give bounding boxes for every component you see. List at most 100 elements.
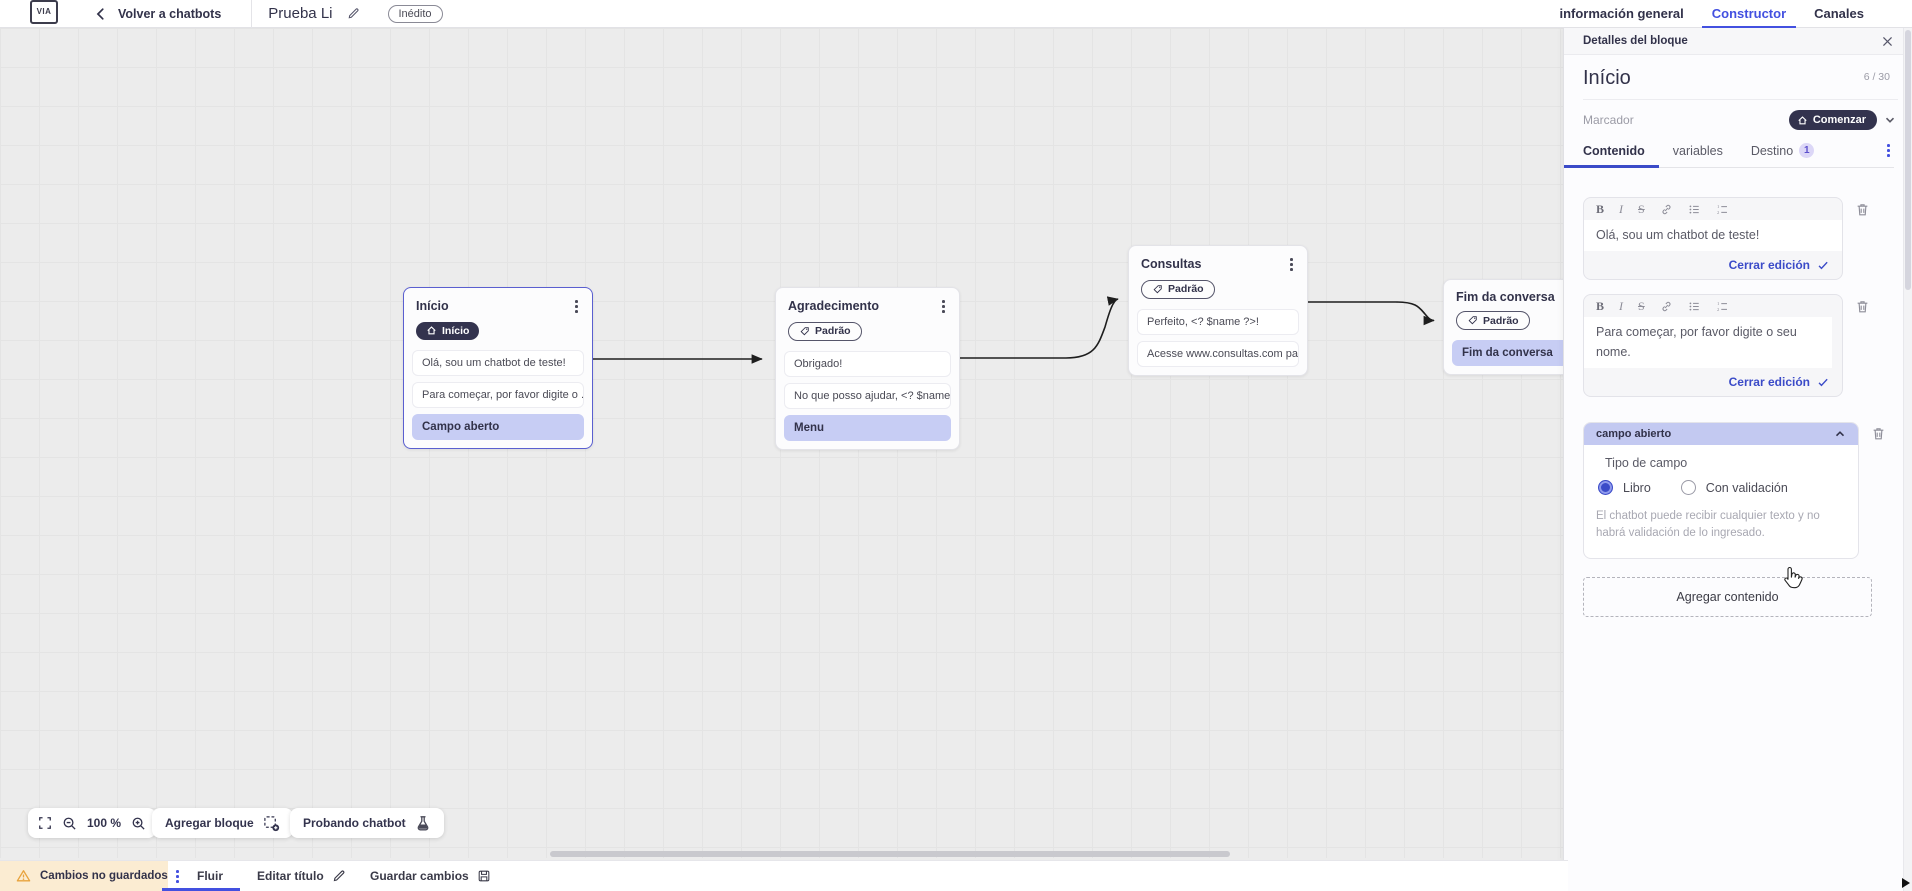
- destino-count-badge: 1: [1799, 143, 1815, 158]
- node-default-badge: Padrão: [788, 321, 862, 341]
- open-field-body: Tipo de campo Libro Con validación El ch…: [1584, 445, 1858, 558]
- save-icon: [478, 870, 490, 882]
- panel-menu-button[interactable]: [1883, 142, 1894, 159]
- zoom-level: 100 %: [87, 816, 122, 830]
- edit-title-button[interactable]: Editar título: [257, 861, 346, 891]
- flow-canvas[interactable]: Início Início Olá, sou um chatbot de tes…: [0, 28, 1568, 858]
- node-title: Consultas: [1141, 257, 1202, 272]
- radio-libro-label[interactable]: Libro: [1623, 480, 1651, 495]
- field-type-label: Tipo de campo: [1605, 456, 1688, 471]
- node-menu-button[interactable]: [938, 298, 949, 315]
- zoom-in-icon[interactable]: [131, 816, 146, 831]
- node-message-item[interactable]: No que posso ajudar, <? $name ...: [784, 382, 951, 409]
- add-block-icon: [263, 815, 279, 831]
- flow-node-consultas[interactable]: Consultas Padrão Perfeito, <? $name ?>! …: [1128, 245, 1308, 376]
- edit-title-pencil-icon[interactable]: [347, 7, 360, 20]
- flow-tab[interactable]: Fluir: [197, 869, 223, 883]
- panel-header: Detalles del bloque: [1564, 28, 1912, 55]
- pencil-icon: [333, 870, 345, 882]
- italic-icon[interactable]: I: [1619, 202, 1624, 216]
- strikethrough-icon[interactable]: S: [1638, 299, 1645, 314]
- bold-icon[interactable]: B: [1596, 202, 1605, 216]
- tab-informacion-general[interactable]: información general: [1559, 6, 1684, 21]
- node-action-item[interactable]: Campo aberto: [412, 413, 584, 440]
- node-message-item[interactable]: Obrigado!: [784, 350, 951, 377]
- node-menu-button[interactable]: [571, 298, 582, 315]
- canvas-horizontal-scrollbar[interactable]: [550, 851, 1230, 857]
- marker-value-dropdown[interactable]: Comenzar: [1788, 110, 1877, 130]
- back-chevron-icon[interactable]: [94, 7, 108, 21]
- tab-destino[interactable]: Destino 1: [1751, 143, 1815, 167]
- tab-contenido[interactable]: Contenido: [1564, 144, 1659, 168]
- add-block-button[interactable]: Agregar bloque: [152, 808, 293, 838]
- flask-icon: [417, 816, 429, 831]
- node-action-item[interactable]: Fim da conversa: [1452, 340, 1568, 366]
- delete-content-icon[interactable]: [1855, 299, 1870, 314]
- message-text-input[interactable]: Para começar, por favor digite o seu nom…: [1584, 317, 1832, 369]
- flow-node-inicio[interactable]: Início Início Olá, sou um chatbot de tes…: [403, 287, 593, 449]
- zoom-out-icon[interactable]: [62, 816, 77, 831]
- radio-libro[interactable]: [1598, 480, 1613, 496]
- delete-field-icon[interactable]: [1871, 426, 1886, 441]
- link-icon[interactable]: [1660, 300, 1673, 313]
- block-name-input[interactable]: Início: [1583, 67, 1631, 89]
- close-icon[interactable]: [1881, 35, 1894, 48]
- node-message-item[interactable]: Perfeito, <? $name ?>!: [1137, 308, 1299, 335]
- radio-con-validacion-label[interactable]: Con validación: [1705, 480, 1788, 495]
- field-type-options: Libro Con validación: [1596, 480, 1846, 496]
- app-logo: VIA: [30, 0, 58, 24]
- tag-icon: [800, 327, 809, 336]
- strikethrough-icon[interactable]: S: [1638, 202, 1645, 216]
- top-bar: VIA Volver a chatbots Prueba Li Inédito …: [0, 0, 1912, 28]
- tag-icon: [1153, 285, 1162, 294]
- delete-content-icon[interactable]: [1855, 202, 1870, 217]
- add-content-button[interactable]: Agregar contenido: [1583, 576, 1872, 617]
- tab-canales[interactable]: Canales: [1814, 6, 1864, 21]
- node-message-item[interactable]: Acesse www.consultas.com par...: [1137, 340, 1299, 367]
- node-message-item[interactable]: Olá, sou um chatbot de teste!: [412, 349, 584, 376]
- open-field-header[interactable]: campo abierto: [1584, 423, 1858, 446]
- back-to-chatbots-link[interactable]: Volver a chatbots: [118, 6, 222, 21]
- tab-variables[interactable]: variables: [1672, 143, 1723, 158]
- bold-icon[interactable]: B: [1596, 299, 1605, 314]
- fullscreen-icon[interactable]: [38, 816, 52, 830]
- message-text-input[interactable]: Olá, sou um chatbot de teste!: [1584, 220, 1842, 252]
- unsaved-changes-banner: Cambios no guardados: [0, 861, 168, 891]
- chevron-down-icon[interactable]: [1884, 114, 1896, 126]
- connection-consultas-fim[interactable]: [1308, 301, 1435, 326]
- panel-title: Detalles del bloque: [1583, 35, 1688, 47]
- flow-menu-button[interactable]: [172, 868, 183, 885]
- panel-tabs: Contenido variables Destino 1: [1564, 142, 1894, 168]
- link-icon[interactable]: [1660, 203, 1673, 216]
- node-action-item[interactable]: Menu: [784, 414, 951, 441]
- node-message-item[interactable]: Para começar, por favor digite o ...: [412, 381, 584, 408]
- italic-icon[interactable]: I: [1619, 299, 1624, 314]
- scrollbar-thumb[interactable]: [1905, 30, 1911, 290]
- test-chatbot-button[interactable]: Probando chatbot: [290, 808, 444, 838]
- corner-arrow-mark: [1902, 878, 1910, 888]
- radio-con-validacion[interactable]: [1680, 480, 1696, 496]
- tag-icon: [1468, 316, 1477, 325]
- bullet-list-icon[interactable]: [1688, 300, 1701, 313]
- save-changes-button[interactable]: Guardar cambios: [370, 861, 491, 891]
- svg-text:1: 1: [1717, 204, 1719, 209]
- check-icon: [1818, 261, 1828, 270]
- flow-tab-underline: [162, 888, 240, 891]
- chevron-up-icon[interactable]: [1834, 428, 1846, 440]
- bullet-list-icon[interactable]: [1688, 203, 1701, 216]
- close-edit-button[interactable]: Cerrar edición: [1584, 368, 1842, 396]
- close-edit-button[interactable]: Cerrar edición: [1584, 251, 1842, 279]
- open-field-row: campo abierto Tipo de campo Libro Con va…: [1583, 422, 1886, 559]
- tab-constructor[interactable]: Constructor: [1701, 0, 1797, 28]
- connection-agradecimento-consultas[interactable]: [960, 296, 1119, 359]
- window-vertical-scrollbar[interactable]: [1903, 28, 1912, 891]
- check-icon: [1818, 378, 1828, 386]
- flow-node-agradecimento[interactable]: Agradecimento Padrão Obrigado! No que po…: [775, 287, 960, 450]
- flow-node-fim-da-conversa[interactable]: Fim da conversa Padrão Fim da conversa: [1443, 279, 1568, 375]
- topbar-divider: [251, 0, 253, 28]
- node-menu-button[interactable]: [1286, 256, 1297, 273]
